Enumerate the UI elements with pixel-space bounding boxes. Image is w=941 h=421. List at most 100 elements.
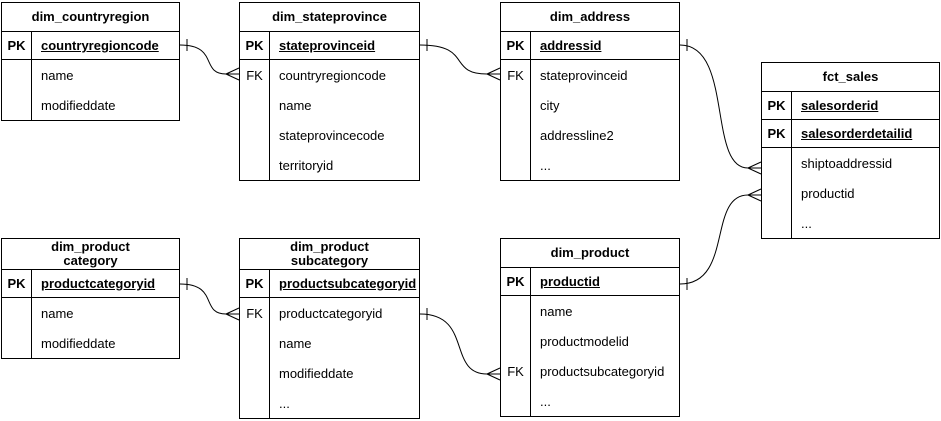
field-row-dim_countryregion-name: name — [2, 60, 179, 90]
key-label-fk: FK — [501, 356, 531, 386]
field-row-dim_product-productmodelid: productmodelid — [501, 326, 679, 356]
key-cell-empty — [501, 90, 531, 120]
cardinality-many-crowfoot-prong — [747, 188, 762, 196]
wire-path — [419, 44, 488, 75]
field-name: countryregioncode — [279, 67, 386, 83]
key-label-fk: FK — [501, 60, 531, 90]
relationship-dim_product-to-fct_sales — [679, 188, 762, 290]
field-name: city — [540, 97, 560, 113]
key-cell-empty — [762, 178, 792, 208]
table-title-line: category — [63, 253, 118, 268]
wire-path — [179, 283, 227, 315]
key-cell-empty — [501, 150, 531, 180]
key-label-pk: PK — [762, 120, 792, 147]
table-title-dim_stateprovince: dim_stateprovince — [240, 3, 419, 32]
field-name: ... — [540, 393, 551, 409]
field-name: productcategoryid — [41, 276, 156, 291]
field-row-dim_product-productsubcategoryid: FK productsubcategoryid — [501, 356, 679, 386]
field-name: ... — [540, 157, 551, 173]
key-cell-empty — [240, 120, 270, 150]
key-cell-empty — [2, 328, 32, 358]
table-title-line: subcategory — [290, 253, 369, 268]
table-title-dim_product: dim_product — [501, 239, 679, 268]
field-row-dim_stateprovince-stateprovincecode: stateprovincecode — [240, 120, 419, 150]
field-name: productsubcategoryid — [540, 363, 665, 379]
table-title-dim_countryregion: dim_countryregion — [2, 3, 179, 32]
relationship-dim_product_subcategory-to-dim_product — [419, 308, 501, 381]
table-body-dim_product_category: name modifieddate — [2, 298, 179, 358]
field-name: productmodelid — [540, 333, 629, 349]
table-title-line: dim_address — [549, 9, 631, 24]
cardinality-many-crowfoot-prong — [486, 67, 501, 75]
field-row-dim_stateprovince-territoryid: territoryid — [240, 150, 419, 180]
key-label-pk: PK — [240, 32, 270, 59]
field-row-dim_address-: ... — [501, 150, 679, 180]
key-cell-empty — [501, 386, 531, 416]
key-cell-empty — [762, 148, 792, 178]
field-name: ... — [279, 395, 290, 411]
field-name: modifieddate — [41, 335, 116, 351]
field-row-dim_product_subcategory-name: name — [240, 328, 419, 358]
field-row-dim_address-addressline2: addressline2 — [501, 120, 679, 150]
cardinality-many-crowfoot-prong — [747, 194, 762, 202]
table-title-dim_address: dim_address — [501, 3, 679, 32]
field-name: addressline2 — [540, 127, 614, 143]
table-title-fct_sales: fct_sales — [762, 63, 939, 92]
key-cell-empty — [240, 90, 270, 120]
key-cell-empty — [240, 328, 270, 358]
field-row-dim_countryregion-countryregioncode: PK countryregioncode — [2, 32, 179, 60]
cardinality-many-crowfoot-prong — [747, 161, 762, 169]
key-cell-empty — [501, 296, 531, 326]
key-cell-empty — [762, 208, 792, 238]
cardinality-many-crowfoot-prong — [747, 167, 762, 175]
table-body-dim_address: FK stateprovinceid city addressline2... — [501, 60, 679, 180]
key-cell-empty — [240, 358, 270, 388]
field-name: shiptoaddressid — [801, 155, 893, 171]
field-name: productid — [540, 274, 600, 289]
relationship-dim_product_category-to-dim_product_subcategory — [179, 278, 240, 321]
field-name: stateprovincecode — [279, 127, 385, 143]
field-name: productsubcategoryid — [279, 276, 417, 291]
table-title-line: dim_stateprovince — [272, 9, 387, 24]
table-title-line: dim_product — [290, 239, 369, 254]
field-name: productcategoryid — [279, 305, 383, 321]
key-cell-empty — [501, 120, 531, 150]
relationship-dim_stateprovince-to-dim_address — [419, 39, 501, 81]
cardinality-many-crowfoot-prong — [225, 67, 240, 75]
table-title-line: dim_countryregion — [31, 9, 150, 24]
cardinality-many-crowfoot-prong — [486, 373, 501, 381]
wire-path — [419, 313, 488, 375]
key-label-pk: PK — [2, 32, 32, 59]
field-name: name — [41, 67, 74, 83]
field-name: stateprovinceid — [540, 67, 628, 83]
field-name: productid — [801, 185, 855, 201]
field-name: name — [279, 335, 312, 351]
key-cell-empty — [240, 150, 270, 180]
field-name: countryregioncode — [41, 38, 159, 53]
field-row-dim_product_category-name: name — [2, 298, 179, 328]
field-row-dim_product_subcategory-modifieddate: modifieddate — [240, 358, 419, 388]
relationship-dim_address-to-fct_sales — [679, 39, 762, 175]
key-label-fk: FK — [240, 60, 270, 90]
key-cell-empty — [501, 326, 531, 356]
field-row-fct_sales-shiptoaddressid: shiptoaddressid — [762, 148, 939, 178]
field-row-dim_address-stateprovinceid: FK stateprovinceid — [501, 60, 679, 90]
